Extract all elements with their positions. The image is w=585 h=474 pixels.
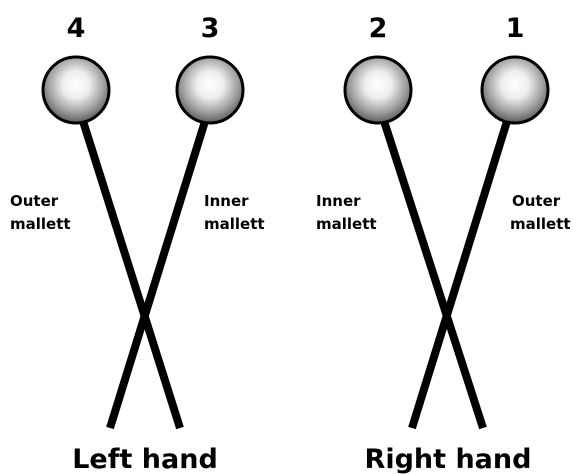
mallet-4-shaft [78, 116, 184, 430]
mallet-1-head [480, 55, 550, 125]
mallet-1-label-line2: mallett [510, 215, 571, 233]
mallet-3-head [175, 55, 245, 125]
right-hand-caption: Right hand [365, 444, 532, 474]
mallet-2-number: 2 [369, 13, 388, 44]
mallet-3-label-line2: mallett [204, 215, 265, 233]
mallet-3-number: 3 [201, 13, 220, 44]
mallet-4-label-line1: Outer [10, 192, 59, 210]
mallet-3-shaft [106, 116, 210, 430]
mallet-3-label-line1: Inner [204, 192, 249, 210]
left-hand-caption: Left hand [72, 444, 218, 474]
mallet-1-label-line1: Outer [512, 192, 561, 210]
mallet-2-head [343, 55, 413, 125]
mallet-4-head [41, 55, 111, 125]
mallet-4-number: 4 [67, 13, 86, 44]
mallet-2-shaft [379, 116, 487, 430]
mallet-2-label-line2: mallett [316, 215, 377, 233]
mallet-2-label-line1: Inner [316, 192, 361, 210]
mallet-1-shaft [408, 116, 512, 430]
mallet-1-number: 1 [506, 13, 525, 44]
mallet-4-label-line2: mallett [10, 215, 71, 233]
